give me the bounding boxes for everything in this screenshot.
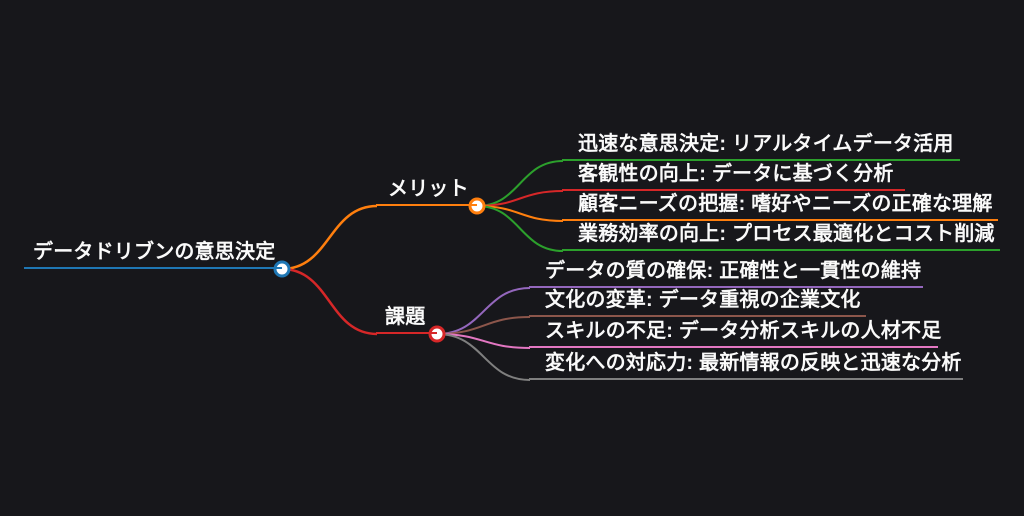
leaf-node-merit-2: 顧客ニーズの把握: 嗜好やニーズの正確な理解 [562, 191, 998, 221]
root-node-label: データドリブンの意思決定 [24, 239, 282, 269]
link-issues-child-3 [436, 333, 531, 381]
issues-node-circle[interactable] [428, 325, 446, 343]
leaf-node-issues-3: 変化への対応力: 最新情報の反映と迅速な分析 [529, 350, 963, 380]
leaf-node-issues-2: スキルの不足: データ分析スキルの人材不足 [529, 318, 941, 348]
leaf-node-merit-0: 迅速な意思決定: リアルタイムデータ活用 [562, 131, 960, 161]
leaf-node-issues-1: 文化の変革: データ重視の企業文化 [529, 287, 866, 317]
branch-node-issues: 課題 [376, 304, 437, 334]
link-issues-child-0 [436, 287, 531, 335]
link-root-to-issues [281, 267, 378, 336]
branch-node-merit: メリット [376, 176, 477, 206]
link-merit-child-0 [476, 160, 564, 207]
link-merit-child-3 [476, 205, 564, 252]
leaf-node-merit-1: 客観性の向上: データに基づく分析 [562, 161, 905, 191]
merit-node-circle[interactable] [468, 197, 486, 215]
leaf-node-merit-3: 業務効率の向上: プロセス最適化とコスト削減 [562, 221, 1000, 251]
link-issues-child-1 [436, 316, 531, 335]
root-node-circle[interactable] [273, 260, 291, 278]
link-root-to-merit [281, 204, 378, 271]
leaf-node-issues-0: データの質の確保: 正確性と一貫性の維持 [529, 258, 923, 288]
